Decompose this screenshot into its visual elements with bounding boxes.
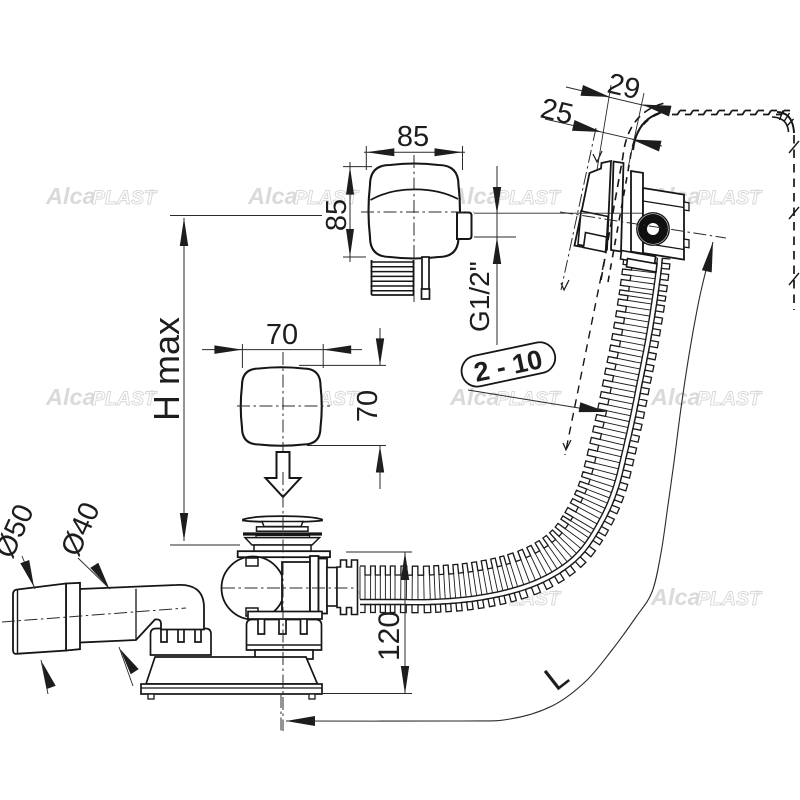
- svg-text:®: ®: [754, 388, 761, 398]
- svg-text:PLAST: PLAST: [496, 187, 562, 209]
- svg-text:PLAST: PLAST: [92, 187, 158, 209]
- svg-text:PLAST: PLAST: [92, 388, 158, 410]
- svg-text:85: 85: [321, 199, 353, 231]
- svg-text:Alca: Alca: [247, 183, 298, 209]
- svg-text:Alca: Alca: [45, 384, 96, 410]
- svg-text:29: 29: [604, 68, 643, 107]
- svg-text:H max: H max: [146, 317, 187, 421]
- svg-text:70: 70: [352, 390, 384, 422]
- svg-text:PLAST: PLAST: [294, 187, 360, 209]
- svg-text:G1/2": G1/2": [464, 261, 495, 332]
- svg-text:®: ®: [149, 187, 156, 197]
- svg-text:®: ®: [149, 388, 156, 398]
- svg-text:®: ®: [553, 187, 560, 197]
- svg-text:PLAST: PLAST: [697, 187, 763, 209]
- svg-text:120: 120: [373, 611, 406, 661]
- svg-text:®: ®: [553, 388, 560, 398]
- svg-text:Alca: Alca: [449, 384, 500, 410]
- svg-text:Alca: Alca: [45, 183, 96, 209]
- svg-text:85: 85: [397, 121, 429, 153]
- svg-text:®: ®: [754, 588, 761, 598]
- svg-text:PLAST: PLAST: [697, 388, 763, 410]
- svg-text:Alca: Alca: [650, 584, 701, 610]
- svg-text:70: 70: [266, 319, 298, 351]
- svg-text:25: 25: [537, 93, 576, 132]
- svg-text:PLAST: PLAST: [496, 388, 562, 410]
- svg-text:PLAST: PLAST: [697, 588, 763, 610]
- svg-text:®: ®: [351, 187, 358, 197]
- svg-text:®: ®: [351, 388, 358, 398]
- svg-text:Alca: Alca: [650, 384, 701, 410]
- svg-text:®: ®: [754, 187, 761, 197]
- svg-text:®: ®: [553, 588, 560, 598]
